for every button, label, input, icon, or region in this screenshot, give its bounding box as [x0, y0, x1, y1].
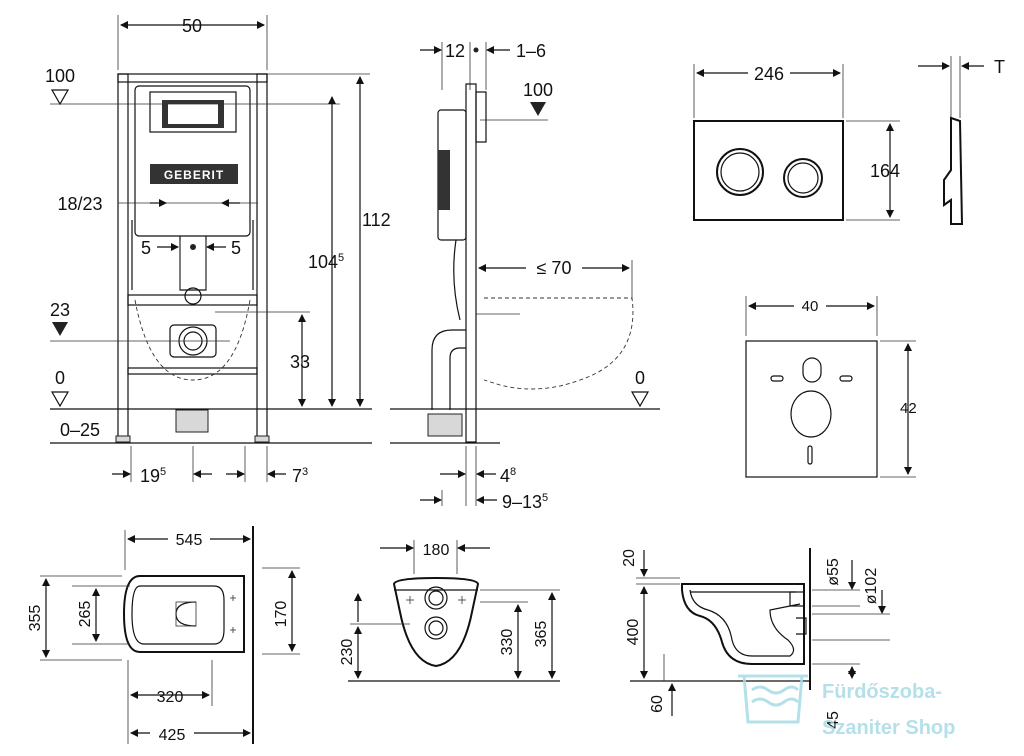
frame-side-view: 12 1–6 100 ≤ 70 0 4	[390, 41, 660, 512]
dim-19-sup: 5	[160, 466, 166, 478]
level-0-label: 0	[55, 368, 65, 388]
toilet-length-label: 545	[176, 532, 203, 549]
flush-plate-height-label: 164	[870, 161, 900, 181]
height-112-label: 112	[362, 210, 391, 230]
height-104-label: 104	[308, 252, 338, 272]
dim-7-sup: 3	[302, 466, 308, 478]
access-plate-view: 40 42	[745, 296, 917, 478]
access-plate-height-label: 42	[900, 400, 917, 417]
svg-text:9–135: 9–135	[502, 492, 548, 512]
side-dim-9-13-label: 9–13	[502, 492, 542, 512]
toilet-dim-425-label: 425	[159, 727, 186, 744]
side-dim-60-label: 60	[649, 695, 666, 713]
toilet-width-label: 355	[27, 605, 44, 632]
side-dim-102-label: ø102	[863, 568, 880, 605]
toilet-front-view: 180 230 330 365	[339, 540, 560, 682]
watermark: Fürdőszoba- Szaniter Shop	[738, 674, 955, 739]
brand-logo: GEBERIT	[164, 168, 224, 182]
offset-right-label: 5	[231, 238, 241, 258]
toilet-mount-width-label: 170	[273, 601, 290, 628]
svg-text:1045: 1045	[308, 252, 344, 272]
toilet-side-view: 20 400 60 ø55 ø102 45	[621, 548, 890, 729]
frame-width-label: 50	[182, 16, 202, 36]
height-104-sup: 5	[338, 252, 344, 264]
watermark-line2: Szaniter Shop	[822, 717, 955, 739]
front-dim-330-label: 330	[499, 629, 516, 656]
level-100-label: 100	[45, 66, 75, 86]
side-level-100-label: 100	[523, 80, 553, 100]
side-dim-20-label: 20	[621, 549, 638, 567]
watermark-line1: Fürdőszoba-	[822, 681, 942, 703]
side-dim-12-label: 12	[445, 41, 465, 61]
side-dim-9-13-sup: 5	[542, 492, 548, 504]
toilet-inner-width-label: 265	[77, 601, 94, 628]
side-depth-label: ≤ 70	[537, 258, 572, 278]
side-dim-55-label: ø55	[825, 558, 842, 586]
level-23-label: 23	[50, 300, 70, 320]
front-dim-230-label: 230	[339, 639, 356, 666]
frame-front-view: 50 GEBERIT 100 18/23	[45, 15, 391, 486]
toilet-dim-320-label: 320	[157, 689, 184, 706]
offset-left-label: 5	[141, 238, 151, 258]
dim-7-label: 7	[292, 466, 302, 486]
side-dim-4-sup: 8	[510, 466, 516, 478]
side-dim-45-label: 45	[825, 711, 842, 729]
front-dim-365-label: 365	[533, 621, 550, 648]
side-dim-4-label: 4	[500, 466, 510, 486]
side-dim-400-label: 400	[625, 619, 642, 646]
access-plate-width-label: 40	[802, 298, 819, 315]
side-dim-1-6-label: 1–6	[516, 41, 546, 61]
side-level-0-label: 0	[635, 368, 645, 388]
pipe-dim-label: 18/23	[57, 194, 102, 214]
svg-text:48: 48	[500, 466, 516, 486]
toilet-top-view: 545 355 265 170 320 425	[27, 526, 300, 744]
flush-plate-thickness-label: T	[994, 57, 1005, 77]
flush-plate-width-label: 246	[754, 64, 784, 84]
svg-text:195: 195	[140, 466, 166, 486]
svg-text:73: 73	[292, 466, 308, 486]
floor-range-label: 0–25	[60, 420, 100, 440]
dim-19-label: 19	[140, 466, 160, 486]
height-33-label: 33	[290, 352, 310, 372]
flush-plate-view: 246 164 T	[693, 56, 1005, 225]
front-width-label: 180	[423, 542, 450, 559]
